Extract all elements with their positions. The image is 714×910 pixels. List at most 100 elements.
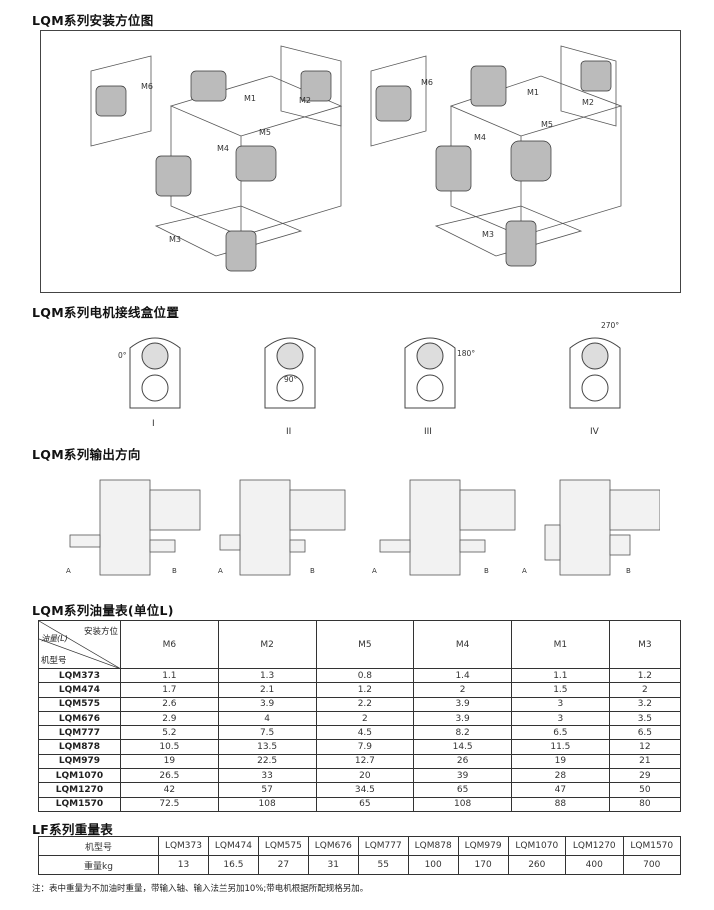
oil-value-cell: 88: [511, 796, 610, 812]
mounting-diagram: M6 M1 M2 M5 M4 M3 M6 M1 M2 M5 M4 M3: [40, 30, 681, 293]
weight-label: 重量kg: [38, 855, 159, 875]
oil-value-cell: 20: [315, 768, 415, 784]
oil-value-cell: 80: [608, 796, 682, 812]
label-b: B: [484, 567, 489, 575]
corner-bottom-label: 机型号: [41, 656, 67, 666]
oil-value-cell: 4: [217, 710, 317, 727]
oil-value-cell: 1.5: [511, 682, 610, 698]
column-header: M2: [217, 620, 317, 669]
model-cell: LQM878: [407, 836, 459, 856]
oil-value-cell: 1.4: [413, 667, 512, 684]
model-cell: LQM1570: [622, 836, 681, 856]
model-cell: LQM575: [257, 836, 309, 856]
oil-value-cell: 1.7: [120, 682, 219, 698]
weight-cell: 700: [622, 855, 681, 875]
corner-cell: 安装方位 油量(L) 机型号: [38, 620, 121, 669]
oil-value-cell: 4.5: [315, 725, 415, 741]
label-m2: M2: [299, 96, 311, 105]
weight-cell: 31: [307, 855, 359, 875]
label-m3: M3: [482, 230, 494, 239]
weight-cell: 170: [457, 855, 509, 875]
model-cell: LQM1070: [507, 836, 567, 856]
footnote: 注：表中重量为不加油时重量，带输入轴、输入法兰另加10%;带电机根据所配规格另加…: [32, 884, 369, 894]
oil-value-cell: 10.5: [120, 739, 219, 755]
oil-value-cell: 65: [413, 782, 512, 798]
model-cell: LQM474: [38, 682, 121, 698]
angle-90: 90°: [284, 375, 298, 384]
oil-value-cell: 0.8: [315, 667, 415, 684]
oil-value-cell: 12: [608, 739, 682, 755]
oil-value-cell: 26.5: [120, 768, 219, 784]
oil-value-cell: 57: [217, 782, 317, 798]
oil-value-cell: 3.9: [217, 696, 317, 712]
oil-value-cell: 6.5: [511, 725, 610, 741]
angle-270: 270°: [601, 321, 619, 330]
oil-value-cell: 2: [413, 682, 512, 698]
model-label: 机型号: [38, 836, 159, 856]
label-m1: M1: [244, 94, 256, 103]
oil-value-cell: 2.1: [217, 682, 317, 698]
oil-value-cell: 11.5: [511, 739, 610, 755]
oil-table-title: LQM系列油量表(单位L): [32, 603, 174, 618]
label-m5: M5: [541, 120, 553, 129]
model-cell: LQM676: [38, 710, 121, 727]
weight-cell: 13: [158, 855, 209, 875]
oil-value-cell: 22.5: [217, 753, 317, 770]
terminal-box-title: LQM系列电机接线盒位置: [32, 305, 180, 320]
oil-value-cell: 7.5: [217, 725, 317, 741]
oil-value-cell: 2.6: [120, 696, 219, 712]
oil-value-cell: 13.5: [217, 739, 317, 755]
oil-value-cell: 1.3: [217, 667, 317, 684]
oil-value-cell: 28: [511, 768, 610, 784]
model-cell: LQM1270: [38, 782, 121, 798]
numeral-3: III: [424, 427, 432, 437]
oil-value-cell: 7.9: [315, 739, 415, 755]
angle-180: 180°: [457, 349, 475, 358]
weight-cell: 100: [407, 855, 459, 875]
label-m6: M6: [421, 78, 433, 87]
oil-value-cell: 3: [511, 696, 610, 712]
label-a: A: [372, 567, 377, 575]
column-header: M1: [511, 620, 610, 669]
oil-value-cell: 72.5: [120, 796, 219, 812]
model-cell: LQM373: [38, 667, 121, 684]
output-direction-title: LQM系列输出方向: [32, 447, 141, 462]
oil-value-cell: 39: [413, 768, 512, 784]
oil-value-cell: 108: [217, 796, 317, 812]
oil-value-cell: 3.2: [608, 696, 682, 712]
model-cell: LQM777: [38, 725, 121, 741]
label-a: A: [522, 567, 527, 575]
label-m4: M4: [217, 144, 229, 153]
model-cell: LQM1270: [565, 836, 624, 856]
column-header: M5: [315, 620, 415, 669]
oil-value-cell: 108: [413, 796, 512, 812]
model-cell: LQM878: [38, 739, 121, 755]
column-header: M3: [608, 620, 682, 669]
column-header: M6: [120, 620, 219, 669]
oil-value-cell: 19: [511, 753, 610, 770]
terminal-box-drawing: 0° 90° 180° 270° I II III IV: [118, 321, 621, 437]
model-cell: LQM979: [457, 836, 509, 856]
oil-value-cell: 42: [120, 782, 219, 798]
corner-top-label: 安装方位: [83, 627, 118, 637]
mounting-positions-drawing: M6 M1 M2 M5 M4 M3 M6 M1 M2 M5 M4 M3: [90, 45, 623, 272]
model-cell: LQM676: [307, 836, 359, 856]
oil-value-cell: 1.2: [608, 667, 682, 684]
oil-value-cell: 47: [511, 782, 610, 798]
model-cell: LQM1570: [38, 796, 121, 812]
model-cell: LQM979: [38, 753, 121, 770]
oil-value-cell: 2: [608, 682, 682, 698]
oil-value-cell: 1.1: [120, 667, 219, 684]
oil-value-cell: 2: [315, 710, 415, 727]
label-a: A: [218, 567, 223, 575]
model-cell: LQM373: [158, 836, 209, 856]
